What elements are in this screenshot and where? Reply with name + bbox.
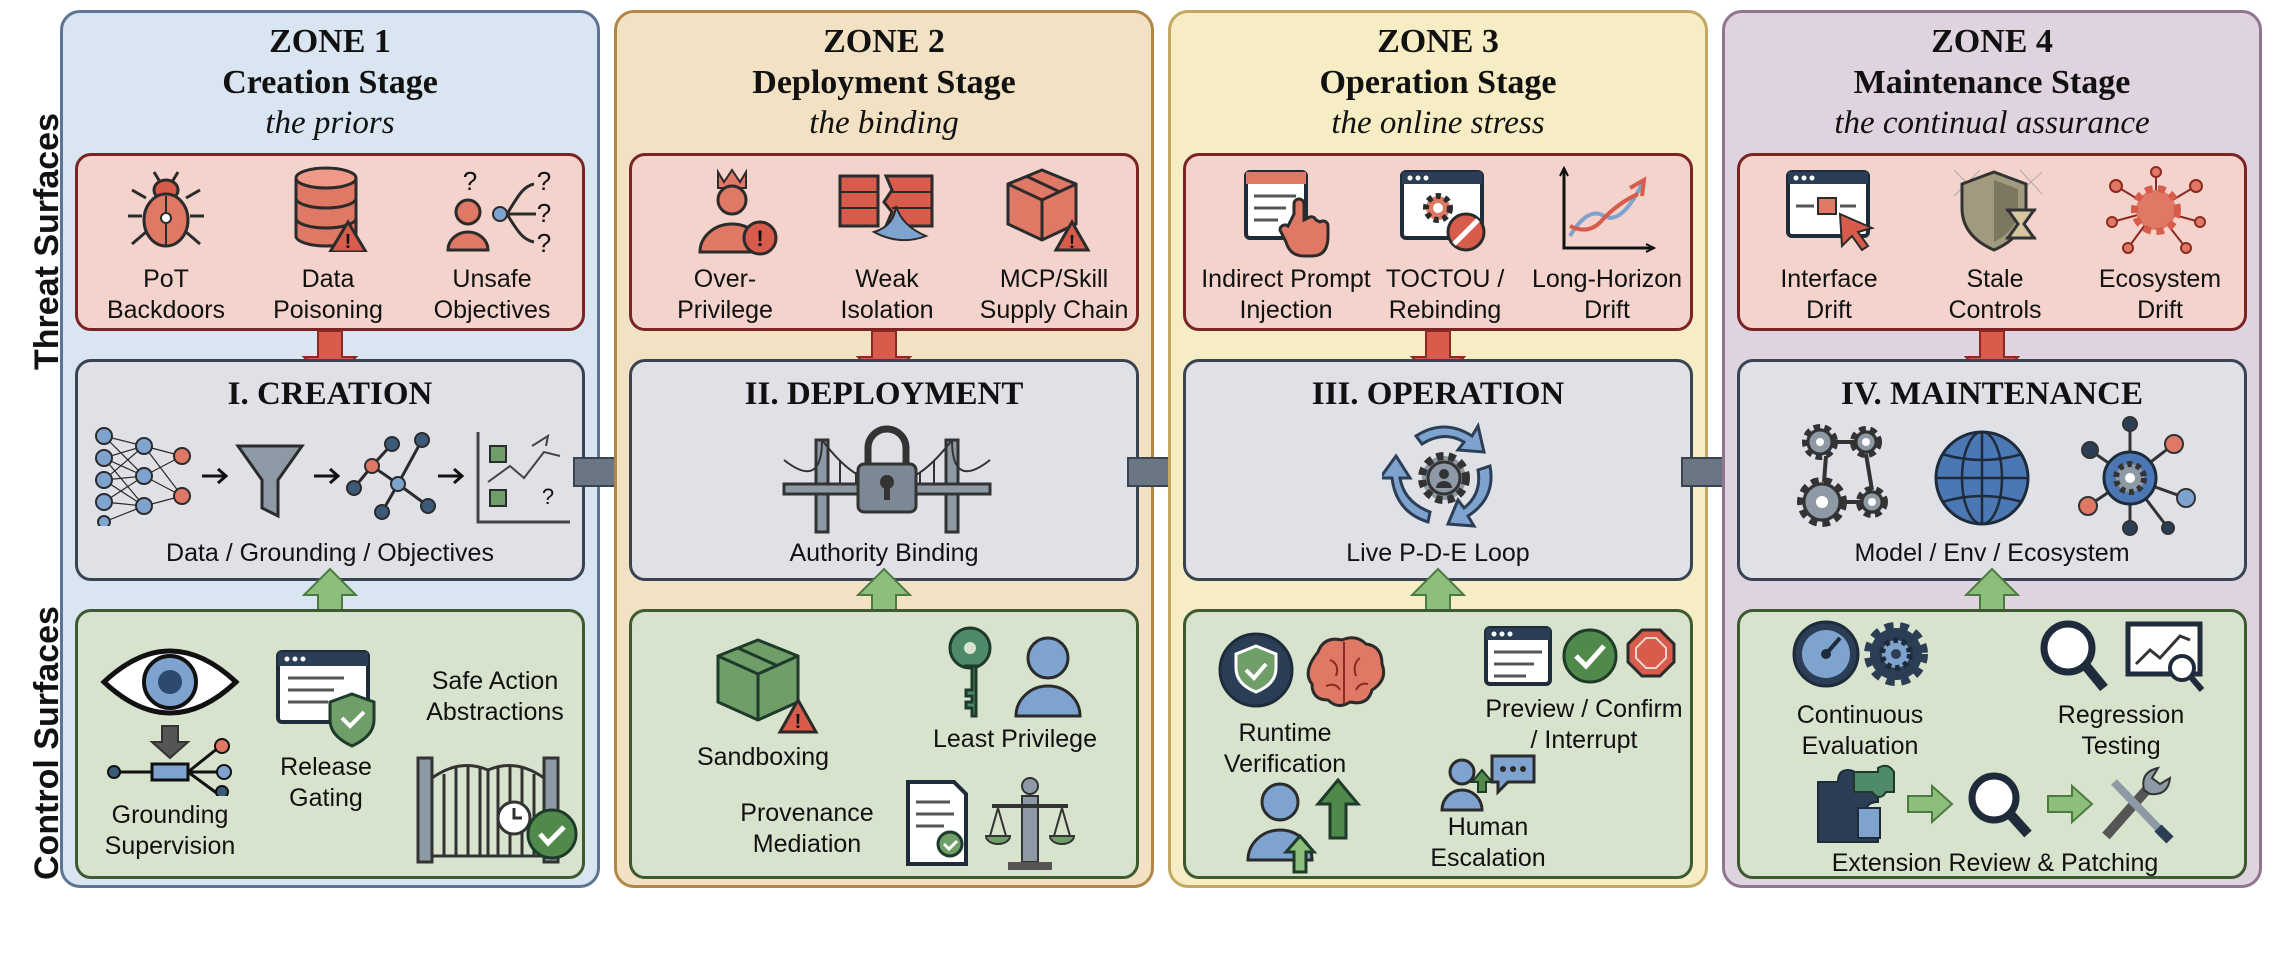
- core-title: III. OPERATION: [1311, 376, 1565, 412]
- user-branching-questions-icon: ? ? ? ?: [446, 166, 551, 254]
- zone-3-stage: Operation Stage: [1319, 64, 1557, 101]
- bridge-lock-icon: [782, 425, 992, 534]
- threat-label: Over-Privilege: [677, 265, 773, 324]
- core-caption: Authority Binding: [789, 539, 979, 567]
- core-title: I. CREATION: [227, 376, 433, 412]
- database-warning-icon: !: [294, 166, 368, 252]
- zone-3-number: ZONE 3: [1377, 23, 1499, 60]
- zone-1-core-box: I. CREATION ?: [75, 359, 585, 581]
- zone-3-core-box: III. OPERATION Live P-D-E Loop: [1183, 359, 1693, 581]
- zone-3-panel: ZONE 3 Operation Stage the online stress…: [1168, 10, 1708, 888]
- zone-1-stage: Creation Stage: [222, 64, 438, 101]
- bug-icon: [128, 171, 204, 248]
- threat-label: TOCTOU /Rebinding: [1385, 265, 1505, 324]
- document-scales-icon: [906, 777, 1076, 870]
- core-title: IV. MAINTENANCE: [1841, 376, 2143, 412]
- key-user-icon: [948, 626, 1082, 718]
- preview-check-stop-icon: [1484, 626, 1676, 686]
- svg-text:!: !: [795, 711, 802, 733]
- core-title: II. DEPLOYMENT: [744, 376, 1024, 412]
- control-label: Sandboxing: [696, 743, 830, 771]
- interface-cursor-icon: [1786, 170, 1875, 252]
- zone-3-subtitle: the online stress: [1331, 105, 1545, 141]
- drift-chart-icon: [1559, 166, 1656, 253]
- zone-4-core-box: IV. MAINTENANCE Model / Env / Ecosystem: [1737, 359, 2247, 581]
- zone-4-stage: Maintenance Stage: [1853, 64, 2131, 101]
- gauge-gear-icon: [1792, 620, 1928, 688]
- user-crown-warning-icon: !: [698, 168, 778, 256]
- zone-4-number: ZONE 4: [1931, 23, 2053, 60]
- puzzle-search-tools-icon: [1817, 764, 2174, 844]
- package-warning-icon: !: [1006, 168, 1091, 252]
- control-label: Preview / Confirm/ Interrupt: [1485, 695, 1683, 754]
- magnifier-chart-icon: [2040, 620, 2205, 692]
- zone-2-number: ZONE 2: [823, 23, 945, 60]
- ecosystem-gear-icon: [2106, 166, 2206, 254]
- zone-2-subtitle: the binding: [809, 105, 959, 141]
- eye-icon: [100, 648, 240, 796]
- pipeline-icon: ?: [95, 427, 570, 526]
- document-pointer-icon: [1244, 170, 1330, 258]
- release-gate-window-shield-icon: [276, 650, 376, 748]
- svg-text:?: ?: [542, 484, 554, 509]
- loop-gear-icon: [1382, 422, 1493, 528]
- zone-2-panel: ZONE 2 Deployment Stage the binding ! Ov…: [614, 10, 1154, 888]
- core-caption: Data / Grounding / Objectives: [166, 539, 494, 567]
- svg-text:!: !: [756, 226, 763, 251]
- shield-hourglass-icon: [1953, 169, 2043, 252]
- zone-2-stage: Deployment Stage: [752, 64, 1016, 101]
- shield-brain-icon: [1218, 632, 1386, 708]
- zone-4-panel: ZONE 4 Maintenance Stage the continual a…: [1722, 10, 2262, 888]
- core-caption: Model / Env / Ecosystem: [1854, 539, 2130, 567]
- zone-1-number: ZONE 1: [269, 23, 391, 60]
- human-chat-icon: [1440, 754, 1536, 812]
- control-label: Least Privilege: [933, 725, 1097, 753]
- svg-text:!: !: [345, 231, 352, 252]
- gears-globe-network-icon: [1797, 416, 2196, 536]
- gate-clock-check-icon: [416, 756, 578, 864]
- control-label: Extension Review & Patching: [1831, 849, 2159, 877]
- core-caption: Live P-D-E Loop: [1346, 539, 1530, 567]
- svg-text:!: !: [1069, 232, 1075, 252]
- svg-text:?: ?: [537, 166, 551, 196]
- svg-text:?: ?: [537, 228, 551, 254]
- zone-2-core-box: II. DEPLOYMENT Authority Binding: [629, 359, 1139, 581]
- svg-text:?: ?: [537, 198, 551, 228]
- zone-4-subtitle: the continual assurance: [1834, 105, 2150, 141]
- sandbox-box-icon: !: [716, 638, 819, 734]
- svg-text:?: ?: [463, 166, 477, 196]
- broken-wall-icon: [838, 174, 934, 242]
- users-escalate-icon: [1246, 777, 1362, 874]
- window-gear-blocked-icon: [1400, 170, 1486, 252]
- zone-1-subtitle: the priors: [265, 105, 395, 141]
